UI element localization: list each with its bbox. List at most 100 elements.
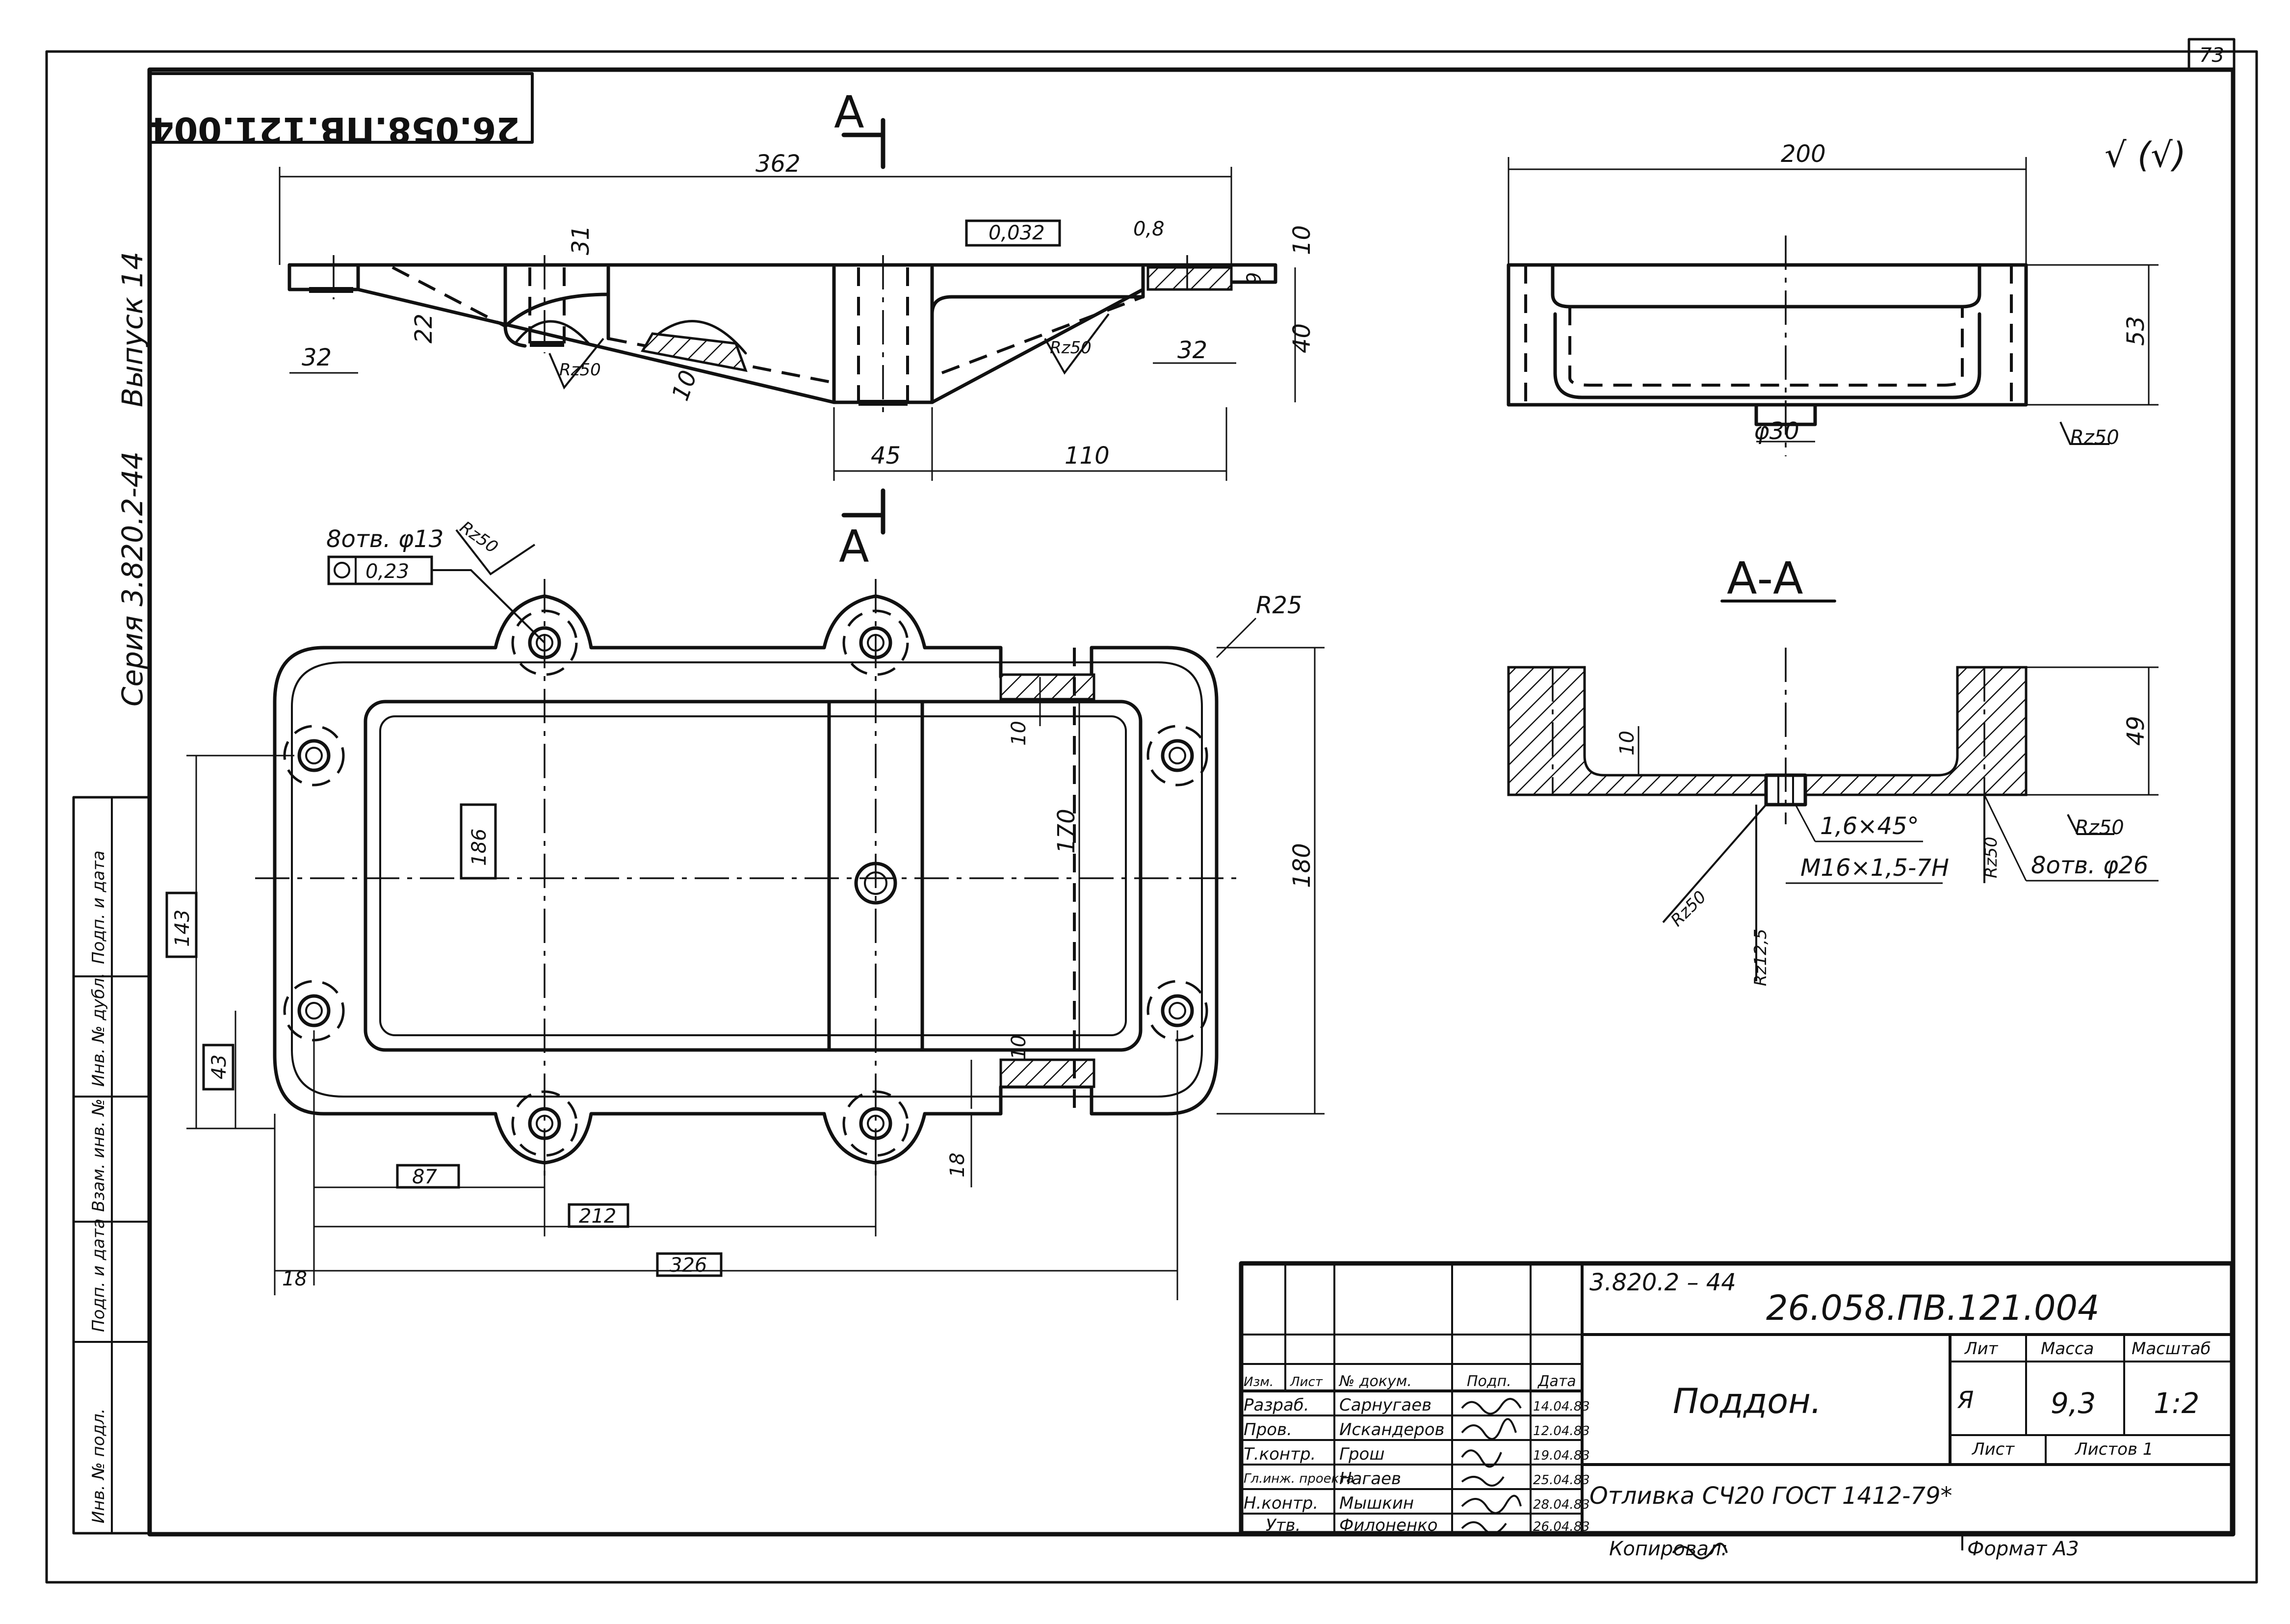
holes-note-section: 8отв. φ26 (2031, 852, 2148, 879)
dim-45: 45 (871, 442, 901, 470)
scale-value: 1:2 (2154, 1387, 2199, 1420)
section-aa: А-А 49 10 1,6×45° M16×1,5-7H 8отв. φ26 R… (1507, 553, 2159, 986)
row-name: Мышкин (1339, 1493, 1414, 1513)
dim-18-right: 18 (946, 1153, 969, 1178)
dim-362: 362 (755, 150, 801, 178)
lit-label: Лит (1964, 1339, 1999, 1359)
roughness-side: Rz50 (2070, 426, 2119, 449)
dim-53: 53 (2122, 316, 2150, 346)
dim-10-section: 10 (1616, 731, 1639, 756)
rotated-code: 26.058.ПВ.121.004 (150, 109, 520, 150)
side-view: 200 φ30 53 Rz50 √ (√) (1507, 135, 2186, 456)
section-mark-top: А (834, 87, 864, 138)
lit-value: Я (1957, 1387, 1974, 1414)
row-date: 19.04.83 (1533, 1448, 1590, 1463)
dim-40: 40 (1288, 323, 1316, 353)
series-label: Серия 3.820.2-44 (116, 451, 149, 707)
dim-326: 326 (670, 1254, 707, 1277)
dim-32-left: 32 (302, 344, 332, 371)
dim-10-front: 10 (667, 367, 703, 405)
rotated-code-box: 26.058.ПВ.121.004 (148, 72, 534, 150)
dim-170: 170 (1053, 809, 1080, 854)
row-role: Гл.инж. проекта (1244, 1471, 1354, 1486)
series-code: 3.820.2 – 44 (1589, 1269, 1736, 1296)
row-date: 26.04.83 (1533, 1519, 1590, 1534)
strip-cell-4: Подп. и дата (89, 1218, 108, 1332)
dim-143: 143 (171, 910, 194, 947)
dim-212: 212 (579, 1205, 616, 1228)
roughness-section-4: Rz12,5 (1751, 929, 1770, 986)
dim-phi30: φ30 (1754, 418, 1799, 445)
dim-9: 9 (1243, 272, 1266, 285)
strip-cell-2: Инв. № дубл. (89, 972, 108, 1087)
dim-10-plan-top: 10 (1008, 721, 1030, 746)
dim-r25: R25 (1256, 592, 1302, 619)
dim-180: 180 (1288, 843, 1316, 888)
header-date: Дата (1537, 1373, 1576, 1390)
roughness-front-1: Rz50 (559, 360, 601, 380)
doc-code: 26.058.ПВ.121.004 (1766, 1288, 2100, 1328)
row-name: Сарнугаев (1339, 1395, 1431, 1415)
row-role: Н.контр. (1244, 1493, 1318, 1513)
roughness-section-1: Rz50 (2075, 816, 2124, 839)
section-mark-bottom: А (839, 521, 869, 573)
strip-cell-5: Инв. № подл. (89, 1408, 108, 1523)
row-role: Утв. (1266, 1516, 1301, 1535)
dim-10-plan-bottom: 10 (1008, 1035, 1030, 1060)
header-doc: № докум. (1338, 1373, 1412, 1390)
header-sign: Подп. (1467, 1373, 1511, 1390)
sheet-label: Лист (1971, 1440, 2015, 1459)
row-date: 14.04.83 (1533, 1399, 1590, 1414)
row-name: Искандеров (1339, 1420, 1445, 1440)
copied-label: Копировал: (1609, 1538, 1728, 1560)
chamfer: 1,6×45° (1820, 812, 1919, 840)
material: Отливка СЧ20 ГОСТ 1412-79* (1589, 1482, 1952, 1510)
dim-31: 31 (567, 225, 595, 255)
dim-10-top: 10 (1288, 225, 1316, 255)
row-name: Грош (1339, 1444, 1384, 1464)
dim-110: 110 (1065, 442, 1110, 470)
strip-cell-3: Взам. инв. № (89, 1099, 108, 1212)
row-role: Пров. (1244, 1420, 1292, 1440)
page-number: 73 (2199, 44, 2224, 67)
header-list: Лист (1290, 1375, 1323, 1389)
dim-49: 49 (2122, 716, 2150, 746)
row-role: Разраб. (1244, 1395, 1309, 1415)
dim-43: 43 (208, 1054, 231, 1079)
row-name: Филоненко (1339, 1516, 1438, 1535)
format-label: Формат А3 (1967, 1538, 2079, 1560)
row-date: 25.04.83 (1533, 1473, 1590, 1488)
mass-value: 9,3 (2051, 1387, 2096, 1420)
front-view: А А 362 (279, 87, 1316, 573)
dim-87: 87 (412, 1166, 437, 1188)
dim-200: 200 (1781, 140, 1826, 168)
row-name: Нагаев (1339, 1469, 1401, 1489)
title-block: 3.820.2 – 44 26.058.ПВ.121.004 Поддон. О… (1239, 1261, 2235, 1560)
dim-32-right: 32 (1177, 337, 1207, 364)
thread: M16×1,5-7H (1800, 854, 1949, 882)
row-date: 12.04.83 (1533, 1424, 1590, 1439)
dim-0-8: 0,8 (1133, 218, 1165, 240)
section-aa-title: А-А (1727, 553, 1803, 604)
left-strip: Серия 3.820.2-44 Выпуск 14 Подп. и дата … (72, 252, 151, 1535)
dim-186: 186 (468, 829, 491, 866)
dim-18-left: 18 (282, 1268, 307, 1290)
row-date: 28.04.83 (1533, 1497, 1590, 1512)
scale-label: Масштаб (2132, 1339, 2211, 1359)
position-tolerance: 0,23 (365, 560, 409, 583)
roughness-front-2: Rz50 (1050, 338, 1092, 358)
holes-note-top: 8отв. φ13 (326, 525, 443, 553)
row-role: Т.контр. (1244, 1444, 1316, 1464)
part-name: Поддон. (1673, 1381, 1822, 1421)
issue-label: Выпуск 14 (116, 252, 149, 407)
strip-cell-1: Подп. и дата (89, 850, 108, 964)
surface-symbol: √ (√) (2105, 135, 2186, 175)
sheets-label: Листов 1 (2074, 1440, 2153, 1459)
dim-22: 22 (410, 314, 438, 343)
flatness-tolerance: 0,032 (989, 222, 1045, 244)
signatures (1461, 1398, 1728, 1560)
header-izm: Изм. (1244, 1375, 1274, 1389)
plan-view: 8отв. φ13 0,23 Rz50 R25 10 186 170 180 1… (165, 518, 1325, 1300)
mass-label: Масса (2041, 1339, 2094, 1359)
